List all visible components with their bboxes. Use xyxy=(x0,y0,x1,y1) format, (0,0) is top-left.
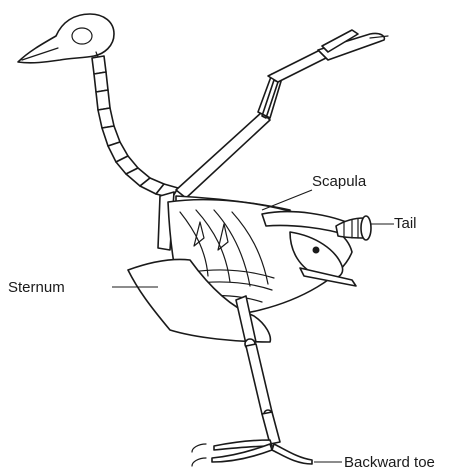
neck-vertebrae xyxy=(92,56,178,198)
scapula-leader xyxy=(262,190,312,210)
foot xyxy=(192,440,312,466)
sternum-label: Sternum xyxy=(8,280,65,295)
scapula-label: Scapula xyxy=(312,174,366,189)
skull xyxy=(18,14,114,63)
tail-label: Tail xyxy=(394,216,417,231)
backward-toe-label: Backward toe xyxy=(344,455,435,470)
